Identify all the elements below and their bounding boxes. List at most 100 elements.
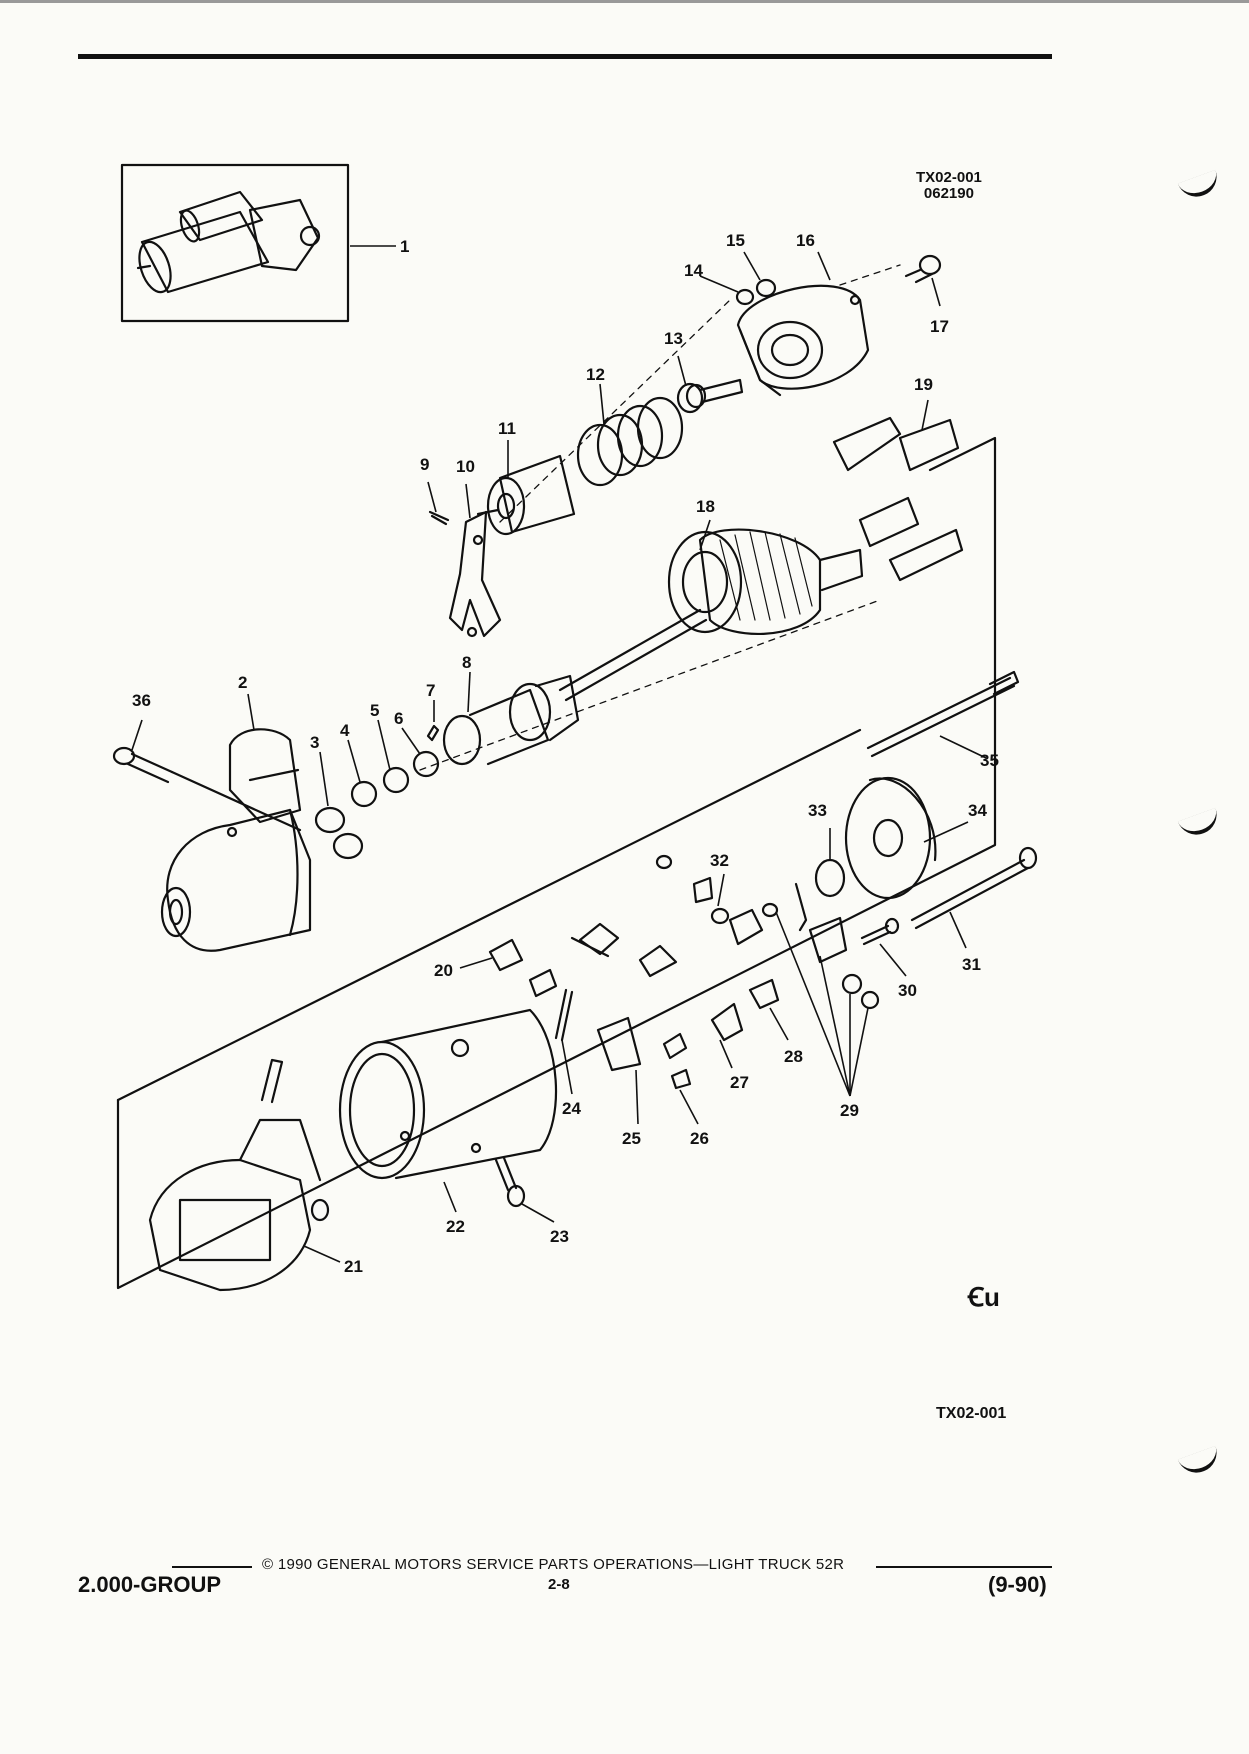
figure-date: 062190 <box>923 185 974 202</box>
rod-24 <box>570 936 610 958</box>
callout-label: 24 <box>562 1099 581 1118</box>
solenoid-switch <box>736 284 870 397</box>
callout-label: 28 <box>784 1047 803 1066</box>
figure-reference: TX02-001 <box>936 1405 1007 1422</box>
callout-label: 2 <box>238 673 247 692</box>
thrust-collar <box>332 832 364 860</box>
washer-14 <box>735 288 755 306</box>
callout-label: 4 <box>340 721 350 740</box>
return-spring-12 <box>576 396 684 487</box>
spacer-26 <box>670 1068 692 1090</box>
nut-29a <box>841 973 863 995</box>
plunger-13 <box>676 378 744 414</box>
screw-30 <box>860 917 900 946</box>
callout-label: 31 <box>962 955 981 974</box>
callout-label: 9 <box>420 455 429 474</box>
callout-label: 20 <box>434 961 453 980</box>
callout-label: 5 <box>370 701 379 720</box>
screw-23 <box>494 1156 526 1208</box>
callout-label: 23 <box>550 1227 569 1246</box>
footer-copyright: © 1990 GENERAL MOTORS SERVICE PARTS OPER… <box>262 1556 845 1573</box>
callout-label: 33 <box>808 801 827 820</box>
callout-label: 35 <box>980 751 999 770</box>
callout-label: 18 <box>696 497 715 516</box>
brush-panel-outline <box>116 436 997 1290</box>
end-frame-34 <box>844 776 937 900</box>
callout-label: 34 <box>968 801 987 820</box>
callout-label: 32 <box>710 851 729 870</box>
panel-divider <box>116 728 862 1102</box>
assembly-axis-lines <box>419 264 901 771</box>
field-coils-21 <box>148 1058 330 1292</box>
callout-label: 22 <box>446 1217 465 1236</box>
spring-28 <box>748 978 780 1010</box>
retainer-7 <box>426 724 440 742</box>
footer-rule-right <box>876 1566 1052 1568</box>
callout-label: 13 <box>664 329 683 348</box>
washer-5 <box>382 766 410 794</box>
callout-label: 3 <box>310 733 319 752</box>
callout-label: 11 <box>498 419 516 438</box>
holder-20b <box>528 968 558 998</box>
callout-label: 16 <box>796 231 815 250</box>
callout-label: 26 <box>690 1129 709 1148</box>
brush-holder-25 <box>596 1016 642 1072</box>
assembled-starter-drawing <box>136 190 321 294</box>
callout-label: 8 <box>462 653 471 672</box>
footer-group: 2.000-GROUP <box>78 1572 222 1597</box>
spring-24 <box>554 988 574 1042</box>
washer-4 <box>350 780 378 808</box>
bolt-31 <box>910 846 1038 930</box>
callout-label: 12 <box>586 365 605 384</box>
brush-holders-19 <box>832 416 964 582</box>
footer-page-number: 2-8 <box>548 1576 570 1593</box>
callout-label: 36 <box>132 691 151 710</box>
armature-18 <box>558 528 864 702</box>
washer-33 <box>814 858 846 898</box>
nut-29b <box>860 990 880 1010</box>
screw-17 <box>904 254 942 284</box>
pin-9 <box>428 510 450 526</box>
callout-label: 6 <box>394 709 403 728</box>
callout-labels: 1 2 3 4 5 6 7 8 9 10 11 12 13 14 15 16 1… <box>132 231 999 1276</box>
header-rule <box>78 54 1052 59</box>
plate-24 <box>578 922 620 956</box>
callout-label: 10 <box>456 457 475 476</box>
figure-id: TX02-001 062190 <box>916 170 982 202</box>
insulator-20 <box>488 938 524 972</box>
footer-rule-left <box>172 1566 252 1568</box>
lead-29 <box>794 882 808 932</box>
screw-32a <box>655 854 673 870</box>
callout-label: 15 <box>726 231 745 250</box>
bracket-32 <box>692 876 714 904</box>
callout-label: 19 <box>914 375 933 394</box>
screw-29 <box>761 902 779 918</box>
holder-27 <box>710 1002 744 1042</box>
through-bolt-35 <box>866 670 1020 758</box>
nut-32 <box>710 907 730 925</box>
callout-label: 21 <box>344 1257 363 1276</box>
callout-label: 1 <box>400 237 409 256</box>
callout-label: 29 <box>840 1101 859 1120</box>
callout-label: 7 <box>426 681 435 700</box>
figure-code: TX02-001 <box>916 169 982 186</box>
drive-assembly-8 <box>442 674 580 766</box>
bracket-29 <box>808 916 848 964</box>
holder-25b <box>638 944 678 978</box>
callout-label: 14 <box>684 261 703 280</box>
callout-label: 17 <box>930 317 949 336</box>
nut-15 <box>755 278 777 298</box>
ring-6 <box>412 750 440 778</box>
drive-housing <box>160 728 312 952</box>
scan-edge <box>0 0 1249 3</box>
publisher-logo: Ꞓu <box>968 1282 1000 1312</box>
leader-lines <box>131 245 987 1263</box>
callout-label: 25 <box>622 1129 641 1148</box>
insulator-26 <box>662 1032 688 1060</box>
collar-3 <box>314 806 346 834</box>
bolt-36 <box>112 746 302 832</box>
assembly-inset-box <box>120 163 350 323</box>
footer-revision: (9-90) <box>988 1572 1047 1597</box>
shift-lever-10 <box>448 510 502 638</box>
